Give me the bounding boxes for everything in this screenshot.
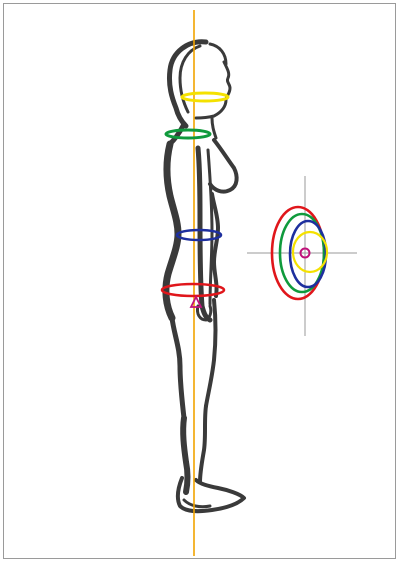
neck-ring [182,93,228,101]
leg-back [183,418,187,492]
heel-shadow [184,500,210,507]
back-outline [166,144,178,318]
arm-inner [208,150,212,304]
chest-outline [210,140,237,192]
body-silhouette [166,42,244,511]
leg-front [200,406,206,482]
buttock-outline [172,318,184,418]
neck-front [212,118,216,138]
waist-section-ring [290,221,326,287]
face-profile [196,62,230,118]
shoulder-ring [166,130,210,138]
cross-section-diagram [247,176,357,336]
neck-back [170,124,184,144]
